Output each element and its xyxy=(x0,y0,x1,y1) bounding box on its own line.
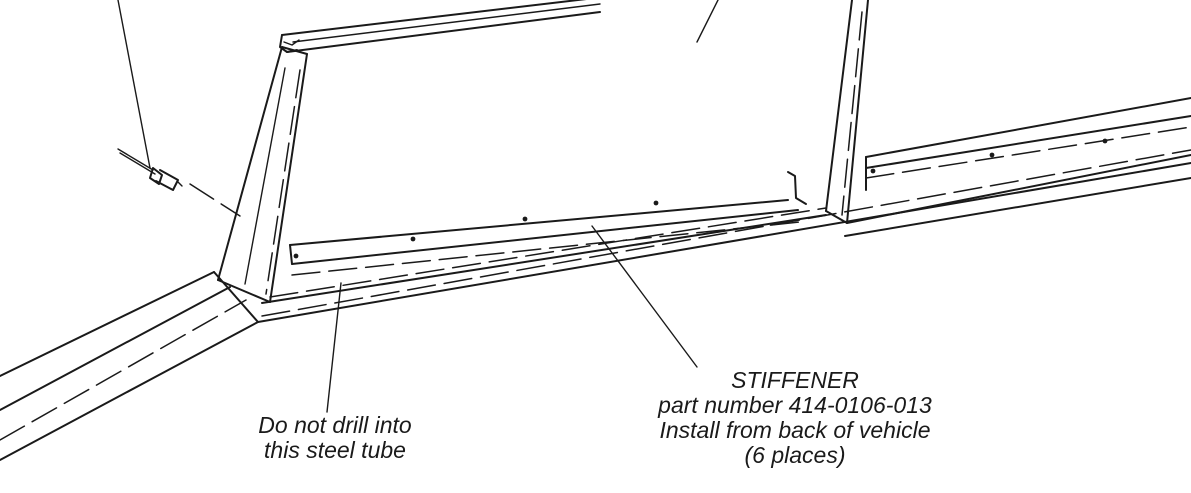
tube-note-line-2: this steel tube xyxy=(264,437,406,463)
stiffener-count: (6 places) xyxy=(744,442,846,468)
steel-tube xyxy=(0,149,1191,461)
tube-warning-note: Do not drill into this steel tube xyxy=(205,413,465,463)
tube-note-line-1: Do not drill into xyxy=(258,412,412,438)
stiffener-part-number: part number 414-0106-013 xyxy=(658,392,932,418)
stiffener-holes xyxy=(293,138,1108,259)
stiffener-title: STIFFENER xyxy=(731,367,859,393)
panel-leader-line xyxy=(696,0,719,43)
stiffener-note: STIFFENER part number 414-0106-013 Insta… xyxy=(605,368,985,468)
rivet-alignment-line xyxy=(189,183,241,217)
left-post xyxy=(217,46,308,303)
rivet xyxy=(117,148,183,191)
stiffener-channel xyxy=(289,171,807,276)
rivet-leader-line xyxy=(117,0,151,169)
panel-top-rail xyxy=(279,0,601,53)
stiffener-instruction: Install from back of vehicle xyxy=(659,417,931,443)
right-post xyxy=(825,0,869,224)
stiffener-leader-line xyxy=(591,225,698,368)
tube-leader-line xyxy=(326,282,342,413)
right-stiffener-channel xyxy=(865,97,1191,191)
